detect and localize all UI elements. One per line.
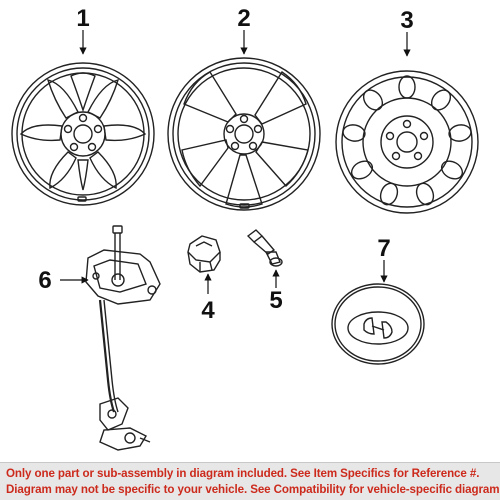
callout-6: 6 bbox=[38, 267, 51, 294]
callout-5: 5 bbox=[269, 287, 282, 314]
spare-tire-carrier bbox=[85, 225, 161, 451]
callout-7: 7 bbox=[377, 235, 390, 262]
wheel-2-alloy bbox=[167, 57, 321, 211]
wheel-1-alloy bbox=[11, 62, 155, 206]
callout-2: 2 bbox=[237, 5, 250, 32]
center-cap bbox=[331, 283, 425, 365]
callout-leaders bbox=[60, 30, 411, 294]
valve-stem bbox=[246, 229, 283, 267]
callout-4: 4 bbox=[201, 297, 215, 324]
callout-3: 3 bbox=[400, 7, 413, 34]
notice-line-2: Diagram may not be specific to your vehi… bbox=[6, 483, 500, 496]
parts-diagram: 1 2 3 4 5 6 7 bbox=[11, 5, 479, 451]
notice-banner: Only one part or sub-assembly in diagram… bbox=[0, 462, 500, 500]
lug-nut bbox=[187, 235, 221, 273]
notice-line-1: Only one part or sub-assembly in diagram… bbox=[6, 467, 480, 480]
wheel-3-steel bbox=[335, 70, 479, 214]
callout-1: 1 bbox=[76, 5, 89, 32]
